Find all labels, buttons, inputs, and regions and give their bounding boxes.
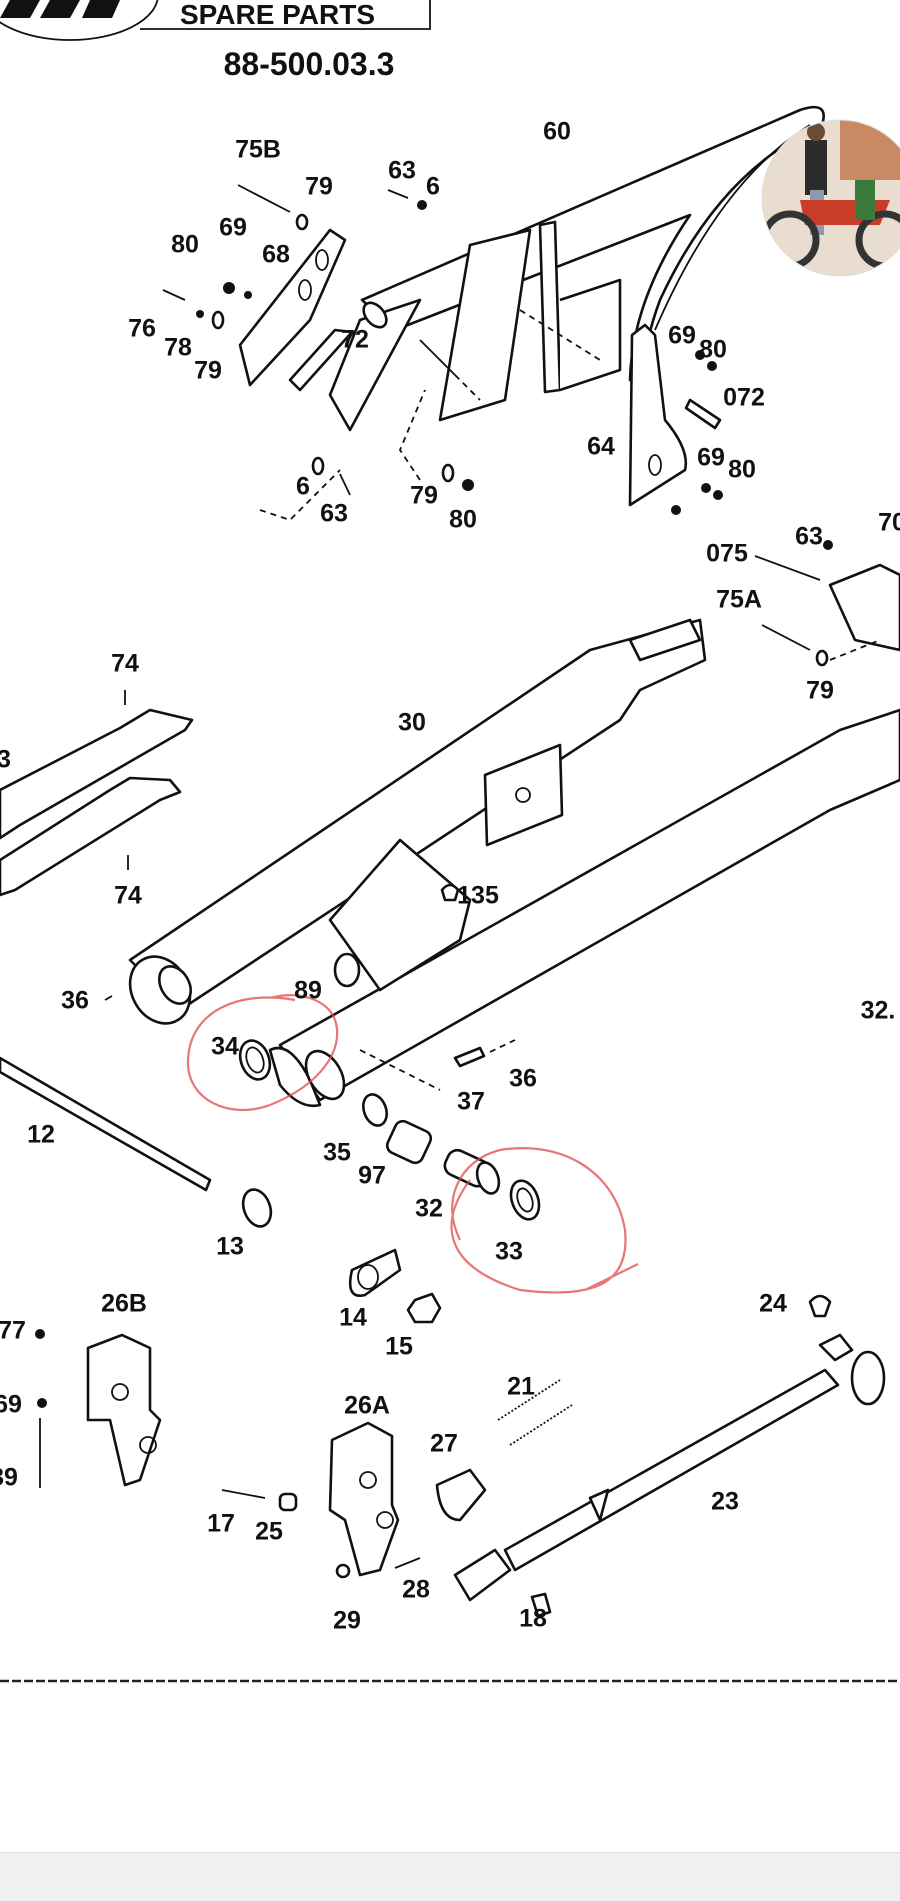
label-13: 13 — [216, 1233, 244, 1261]
label-76: 76 — [128, 315, 156, 343]
kickstand-23 — [453, 1294, 886, 1618]
hardware-top — [162, 184, 900, 667]
swingarm-30 — [128, 618, 900, 1108]
label-6: 6 — [426, 173, 440, 201]
label-64: 64 — [587, 433, 615, 461]
label-29: 29 — [333, 1607, 361, 1635]
label-135: 135 — [457, 882, 499, 910]
label-37: 37 — [457, 1088, 485, 1116]
label-36: 36 — [509, 1065, 537, 1093]
label-27: 27 — [430, 1430, 458, 1458]
label-80: 80 — [728, 456, 756, 484]
label-26b: 26B — [101, 1290, 147, 1318]
label-74: 74 — [114, 882, 142, 910]
label-3: 3 — [0, 746, 11, 774]
label-79: 79 — [194, 357, 222, 385]
label-63: 63 — [795, 523, 823, 551]
title-text: SPARE PARTS — [180, 0, 375, 30]
label-17: 17 — [207, 1510, 235, 1538]
label-25: 25 — [255, 1518, 283, 1546]
label-15: 15 — [385, 1333, 413, 1361]
annotation-circle-33 — [450, 1147, 639, 1294]
label-97: 97 — [358, 1162, 386, 1190]
label-23: 23 — [711, 1488, 739, 1516]
red-annotation-circles — [186, 994, 639, 1294]
label-21: 21 — [507, 1373, 535, 1401]
title-box: SPARE PARTS — [140, 0, 431, 30]
label-78: 78 — [164, 334, 192, 362]
label-32-dot: 32. — [861, 997, 896, 1025]
label-39: 39 — [0, 1464, 18, 1492]
label-32: 32 — [415, 1195, 443, 1223]
label-33: 33 — [495, 1238, 523, 1266]
bracket-68 — [238, 228, 347, 387]
label-89: 89 — [294, 977, 322, 1005]
label-35: 35 — [323, 1139, 351, 1167]
pivot-parts — [104, 995, 541, 1324]
label-69: 69 — [0, 1391, 22, 1419]
label-69: 69 — [697, 444, 725, 472]
swingarm-axle-12 — [0, 1056, 212, 1192]
label-79: 79 — [305, 173, 333, 201]
label-74: 74 — [111, 650, 139, 678]
label-34: 34 — [211, 1033, 239, 1061]
label-72: 72 — [341, 326, 369, 354]
viewer-bottom-bar — [0, 1852, 900, 1901]
label-36: 36 — [61, 987, 89, 1015]
label-24: 24 — [759, 1290, 787, 1318]
user-photo — [762, 120, 900, 276]
label-80: 80 — [449, 506, 477, 534]
chain-guard-60 — [288, 105, 825, 432]
stand-bracket-26a — [221, 1421, 421, 1579]
chain-slider — [0, 690, 194, 897]
label-072: 072 — [723, 384, 765, 412]
label-075: 075 — [706, 540, 748, 568]
label-79: 79 — [806, 677, 834, 705]
label-18: 18 — [519, 1605, 547, 1633]
label-75a: 75A — [716, 586, 762, 614]
bracket-64 — [628, 323, 688, 507]
label-60: 60 — [543, 118, 571, 146]
label-28: 28 — [402, 1576, 430, 1604]
springs-21 — [435, 1379, 573, 1522]
ktm-logo — [0, 0, 159, 41]
label-12: 12 — [27, 1121, 55, 1149]
label-69: 69 — [668, 322, 696, 350]
label-63: 63 — [320, 500, 348, 528]
stand-bracket-26b — [35, 1329, 162, 1488]
label-6: 6 — [296, 473, 310, 501]
annotation-circle-34 — [186, 994, 339, 1112]
part-labels: 60 75B 79 63 6 80 69 68 76 78 79 72 6 63… — [0, 118, 900, 1635]
label-26a: 26A — [344, 1392, 390, 1420]
label-30: 30 — [398, 709, 426, 737]
label-70: 70 — [878, 509, 900, 537]
label-75b: 75B — [235, 136, 281, 164]
label-80: 80 — [171, 231, 199, 259]
label-77: 77 — [0, 1317, 26, 1345]
label-69: 69 — [219, 214, 247, 242]
label-14: 14 — [339, 1304, 367, 1332]
label-68: 68 — [262, 241, 290, 269]
label-63: 63 — [388, 157, 416, 185]
label-79: 79 — [410, 482, 438, 510]
label-80: 80 — [699, 336, 727, 364]
photo-frame — [761, 119, 900, 277]
part-number: 88-500.03.3 — [224, 46, 395, 82]
